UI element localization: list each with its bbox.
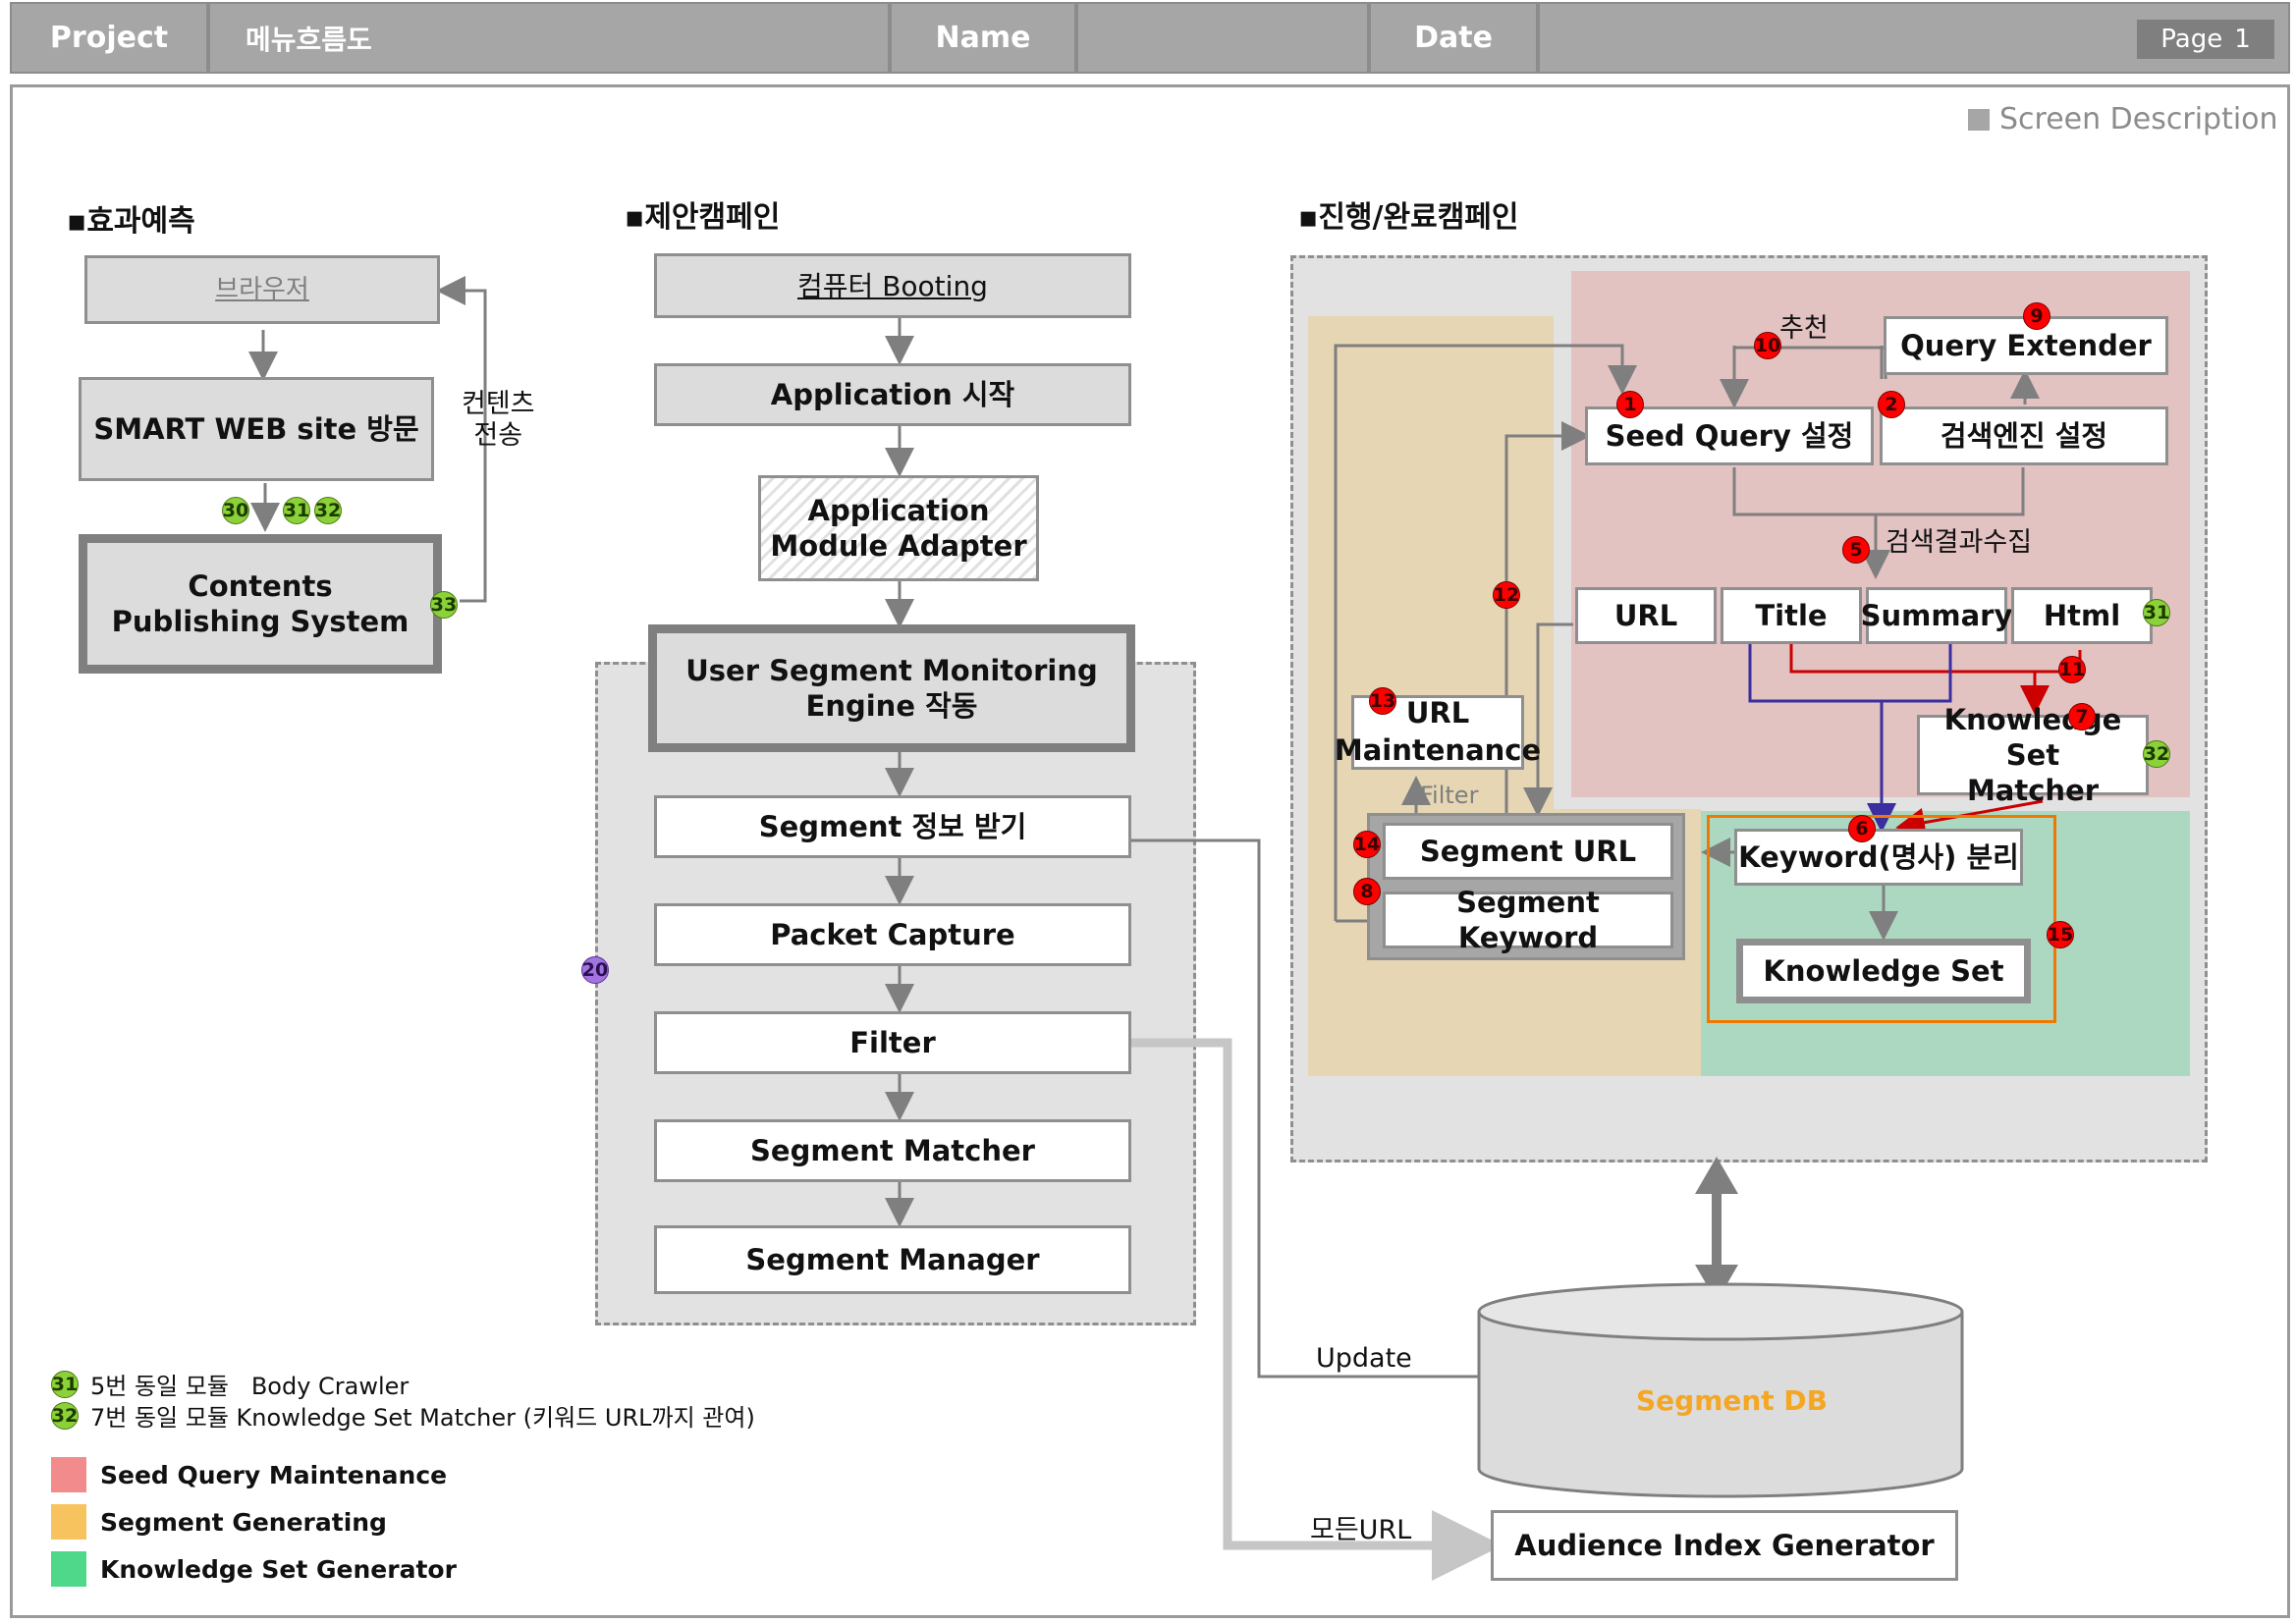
badge-11: 11 bbox=[2058, 656, 2086, 683]
badge-20: 20 bbox=[581, 956, 609, 984]
badge-31-right: 31 bbox=[2143, 599, 2170, 626]
keyword-split-box: Keyword(명사) 분리 bbox=[1734, 829, 2023, 886]
segment-info-box: Segment 정보 받기 bbox=[654, 795, 1131, 858]
segment-db-label: Segment DB bbox=[1636, 1384, 1829, 1417]
section-title-progress: ▪진행/완료캠페인 bbox=[1298, 200, 1519, 235]
header-name-value bbox=[1076, 2, 1369, 74]
contents-send-label: 컨텐츠 전송 bbox=[462, 389, 535, 452]
search-collect-label: 검색결과수집 bbox=[1886, 527, 2033, 558]
url-field-box: URL bbox=[1575, 587, 1717, 644]
segment-matcher-box: Segment Matcher bbox=[654, 1119, 1131, 1182]
query-extender-box: Query Extender bbox=[1884, 316, 2168, 375]
badge-32-right: 32 bbox=[2143, 740, 2170, 768]
section-title-effect: ▪효과예측 bbox=[67, 204, 195, 239]
badge-9: 9 bbox=[2023, 302, 2050, 330]
badge-5: 5 bbox=[1842, 536, 1870, 564]
note-31: 31 5번 동일 모듈 Body Crawler bbox=[51, 1367, 409, 1401]
filter-box: Filter bbox=[654, 1011, 1131, 1074]
legend-swatch-knowledge bbox=[51, 1551, 86, 1587]
note-31-text: 5번 동일 모듈 Body Crawler bbox=[90, 1373, 410, 1400]
header-name-label: Name bbox=[890, 2, 1076, 74]
legend-label-segment: Segment Generating bbox=[100, 1507, 387, 1537]
legend-label-knowledge: Knowledge Set Generator bbox=[100, 1554, 457, 1584]
smart-web-box: SMART WEB site 방문 bbox=[79, 377, 434, 481]
badge-33: 33 bbox=[430, 591, 458, 619]
legend-swatch-seed bbox=[51, 1457, 86, 1492]
badge-14: 14 bbox=[1353, 831, 1381, 858]
html-field-box: Html bbox=[2011, 587, 2153, 644]
segment-db-cylinder bbox=[1477, 1282, 1964, 1498]
badge-15: 15 bbox=[2047, 921, 2074, 948]
segment-keyword-box: Segment Keyword bbox=[1383, 886, 1673, 954]
summary-field-box: Summary bbox=[1861, 587, 2012, 644]
audience-index-box: Audience Index Generator bbox=[1491, 1510, 1958, 1581]
badge-10: 10 bbox=[1754, 332, 1781, 359]
cps-box: Contents Publishing System bbox=[79, 534, 442, 674]
knowledge-set-box: Knowledge Set bbox=[1736, 939, 2031, 1003]
badge-1: 1 bbox=[1616, 391, 1644, 418]
badge-8: 8 bbox=[1353, 878, 1381, 905]
badge-30: 30 bbox=[222, 497, 249, 524]
browser-box: 브라우저 bbox=[84, 255, 440, 324]
note-32: 32 7번 동일 모듈 Knowledge Set Matcher (키워드 U… bbox=[51, 1398, 755, 1433]
update-label: Update bbox=[1316, 1343, 1412, 1374]
app-adapter-box: Application Module Adapter bbox=[758, 475, 1039, 581]
page-label: Page bbox=[2160, 25, 2223, 54]
header-project-value: 메뉴흐름도 bbox=[208, 2, 890, 74]
segment-url-box: Segment URL bbox=[1383, 823, 1673, 880]
all-url-label: 모든URL bbox=[1310, 1515, 1412, 1545]
badge-13: 13 bbox=[1369, 687, 1396, 715]
booting-box: 컴퓨터 Booting bbox=[654, 253, 1131, 318]
knowledge-matcher-box: Knowledge Set Matcher bbox=[1917, 703, 2149, 807]
recommend-label: 추천 bbox=[1779, 313, 1829, 344]
search-engine-box: 검색엔진 설정 bbox=[1880, 406, 2168, 465]
section-title-proposal: ▪제안캠페인 bbox=[625, 200, 781, 235]
note-31-badge: 31 bbox=[51, 1370, 79, 1398]
legend-item-knowledge: Knowledge Set Generator bbox=[51, 1551, 457, 1587]
legend-swatch-segment bbox=[51, 1504, 86, 1540]
header-date-label: Date bbox=[1369, 2, 1538, 74]
url-maintenance-box: URL Maintenance bbox=[1335, 695, 1541, 770]
packet-capture-box: Packet Capture bbox=[654, 903, 1131, 966]
filter-small-label: Filter bbox=[1420, 782, 1479, 809]
badge-7: 7 bbox=[2068, 703, 2096, 730]
screen-description: Screen Description bbox=[1968, 102, 2278, 136]
note-32-badge: 32 bbox=[51, 1401, 79, 1430]
badge-32-left: 32 bbox=[314, 497, 342, 524]
badge-12: 12 bbox=[1493, 581, 1520, 609]
legend-label-seed: Seed Query Maintenance bbox=[100, 1460, 448, 1489]
legend: Seed Query Maintenance Segment Generatin… bbox=[51, 1457, 457, 1587]
app-start-box: Application 시작 bbox=[654, 363, 1131, 426]
usme-box: User Segment Monitoring Engine 작동 bbox=[648, 624, 1135, 752]
segment-manager-box: Segment Manager bbox=[654, 1225, 1131, 1294]
content-frame bbox=[10, 84, 2290, 1618]
header-project-label: Project bbox=[10, 2, 208, 74]
title-field-box: Title bbox=[1721, 587, 1862, 644]
keyword-group-frame bbox=[1707, 815, 2056, 1023]
page-indicator: Page 1 bbox=[2137, 20, 2274, 59]
page-number: 1 bbox=[2234, 25, 2251, 54]
legend-item-segment: Segment Generating bbox=[51, 1504, 457, 1540]
badge-6: 6 bbox=[1848, 815, 1876, 842]
screen-description-square-icon bbox=[1968, 108, 1990, 131]
badge-2: 2 bbox=[1878, 391, 1905, 418]
legend-item-seed: Seed Query Maintenance bbox=[51, 1457, 457, 1492]
note-32-text: 7번 동일 모듈 Knowledge Set Matcher (키워드 URL까… bbox=[90, 1404, 755, 1432]
badge-31-left: 31 bbox=[283, 497, 310, 524]
